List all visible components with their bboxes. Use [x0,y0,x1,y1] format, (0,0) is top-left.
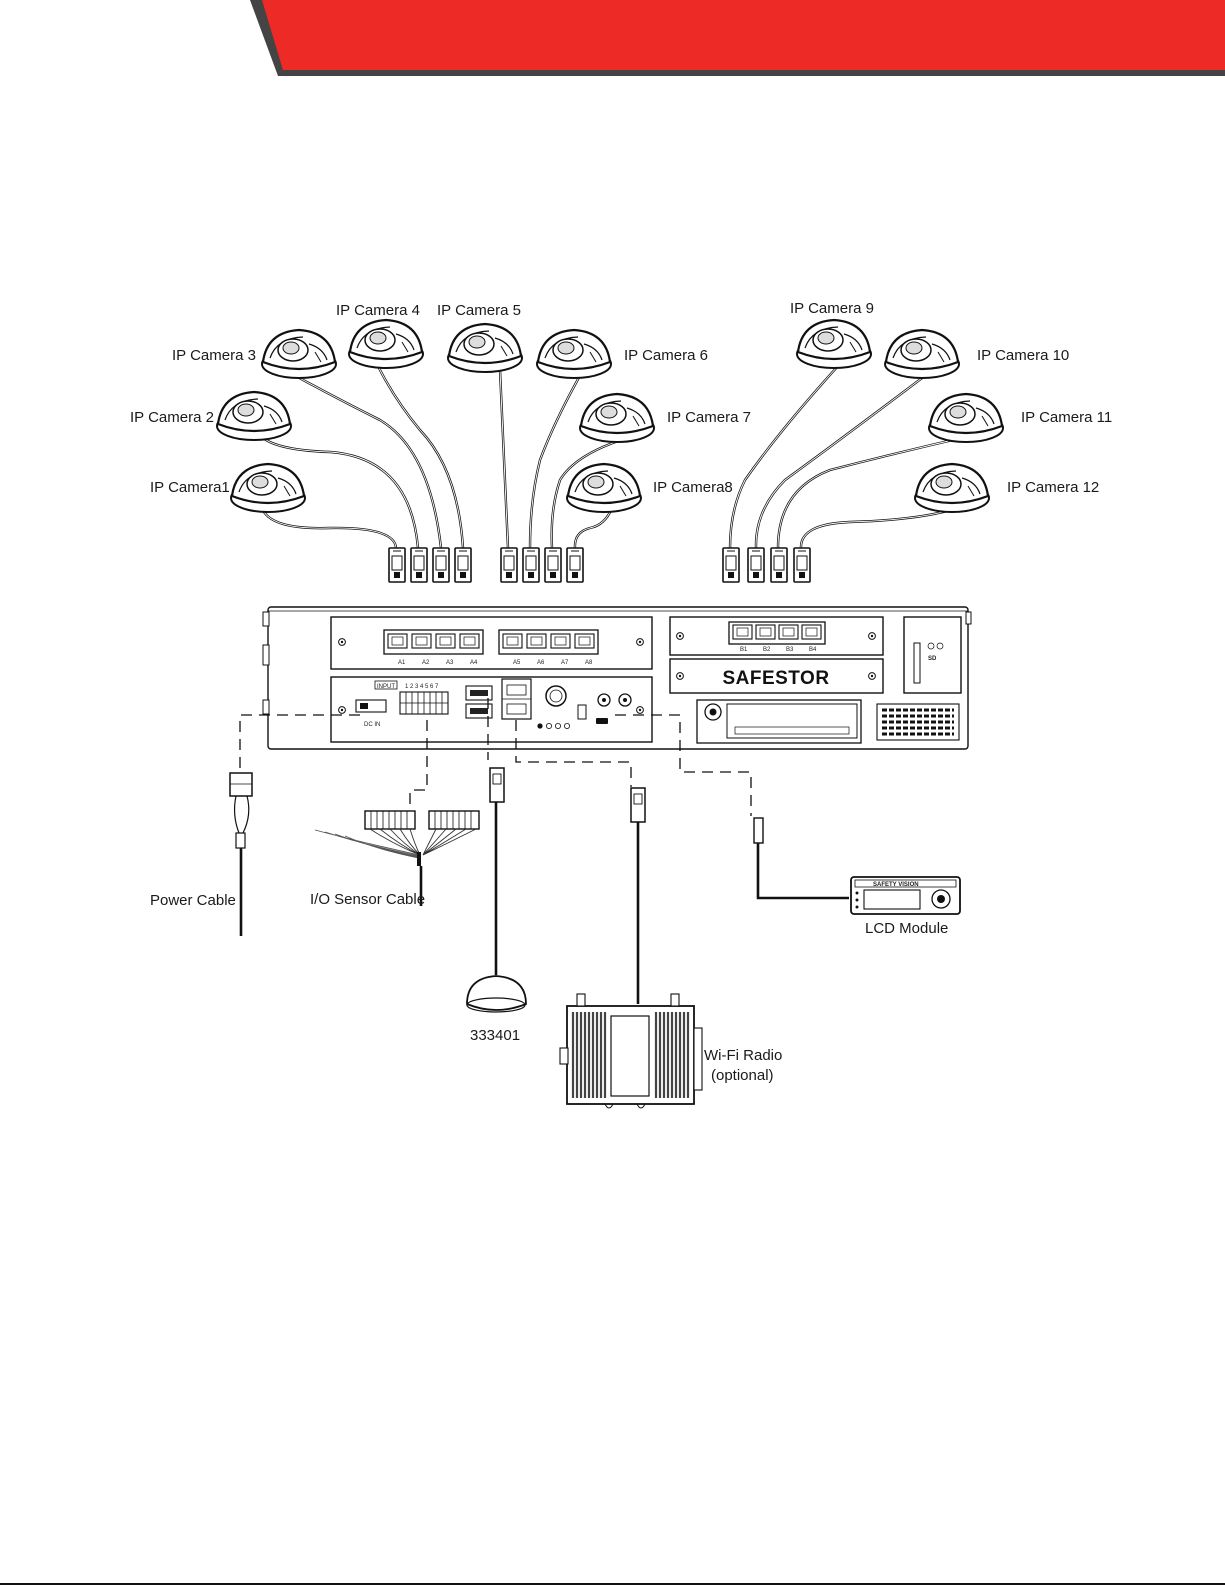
camera-11-label: IP Camera 11 [1021,409,1112,426]
brand-name: SAFESTOR [722,668,829,689]
port-a5-label: A5 [513,660,521,666]
camera-8-icon [565,462,643,514]
camera-10-icon [883,328,961,380]
camera-connectors [388,547,811,583]
port-a3 [435,633,456,649]
port-b2-label: B2 [763,647,771,653]
port-b1 [732,624,753,640]
port-b3 [778,624,799,640]
camera-6-icon [535,328,613,380]
camera-5-label: IP Camera 5 [437,302,521,319]
connector-a5-icon [500,547,518,583]
mic-jack-icon [545,685,567,707]
connector-b2-icon [747,547,765,583]
gps-part-number: 333401 [470,1027,520,1044]
port-b2 [755,624,776,640]
gps-puck-icon [466,975,527,1011]
gps-antenna [466,767,527,1013]
port-b4 [801,624,822,640]
power-cable-label: Power Cable [150,892,236,909]
connector-a1-icon [388,547,406,583]
camera-11-icon [927,392,1005,444]
port-a1 [387,633,408,649]
connector-a2-icon [410,547,428,583]
lcd-module: SAFETY VISION [753,817,961,915]
input-label: INPUT [377,684,395,690]
camera-3-label: IP Camera 3 [172,347,256,364]
camera-2-icon [215,390,293,442]
io-sensor-cable [314,810,480,906]
camera-12-label: IP Camera 12 [1007,479,1099,496]
power-cable [229,772,253,936]
lcd-module-label: LCD Module [865,920,948,937]
camera-3-icon [260,328,338,380]
wifi-radio-label-line1: Wi-Fi Radio [704,1047,782,1064]
camera-9-icon [795,318,873,370]
camera-1-label: IP Camera1 [150,479,230,496]
port-panel-a [330,616,653,670]
usb-port-icon [577,704,587,720]
port-a8 [574,633,595,649]
brand-panel [669,658,884,694]
camera-6-label: IP Camera 6 [624,347,708,364]
lcd-brand: SAFETY VISION [873,882,919,888]
port-a8-label: A8 [585,660,593,666]
port-a3-label: A3 [446,660,454,666]
port-a4-label: A4 [470,660,478,666]
camera-12-icon [913,462,991,514]
port-b1-label: B1 [740,647,748,653]
connector-b1-icon [722,547,740,583]
port-a5 [502,633,523,649]
camera-2-label: IP Camera 2 [130,409,214,426]
mini-port-icon [596,718,608,724]
port-a2 [411,633,432,649]
lcd-screen [863,889,921,910]
connector-a7-icon [544,547,562,583]
connector-a3-icon [432,547,450,583]
port-b4-label: B4 [809,647,817,653]
camera-labels: IP Camera1 IP Camera 2 IP Camera 3 IP Ca… [130,300,1112,496]
header-band [250,0,1225,76]
camera-7-label: IP Camera 7 [667,409,751,426]
port-a4 [459,633,480,649]
wifi-radio-label-line2: (optional) [711,1067,774,1084]
camera-1-icon [229,462,307,514]
camera-4-icon [347,318,425,370]
dc-in-label: DC IN [364,722,380,728]
camera-9-label: IP Camera 9 [790,300,874,317]
port-a6-label: A6 [537,660,545,666]
camera-4-label: IP Camera 4 [336,302,420,319]
camera-cables-inner [257,365,971,549]
camera-10-label: IP Camera 10 [977,347,1069,364]
port-a7 [550,633,571,649]
camera-8-label: IP Camera8 [653,479,733,496]
sd-slot [913,642,921,684]
connector-a8-icon [566,547,584,583]
dvr-unit: A1 A2 A3 A4 A5 A6 A7 A8 DC IN INPUT 1 2 … [262,606,972,750]
port-a7-label: A7 [561,660,569,666]
connector-a6-icon [522,547,540,583]
sd-panel [903,616,962,694]
input-numbers: 1 2 3 4 5 6 7 [405,684,439,690]
dashed-connections [239,698,752,816]
sd-label: SD [928,656,937,662]
port-b3-label: B3 [786,647,794,653]
port-a1-label: A1 [398,660,406,666]
connector-a4-icon [454,547,472,583]
connector-b3-icon [770,547,788,583]
camera-7-icon [578,392,656,444]
connector-b4-icon [793,547,811,583]
port-a2-label: A2 [422,660,430,666]
camera-5-icon [446,322,524,374]
wifi-radio [559,787,703,1109]
port-a6 [526,633,547,649]
io-sensor-cable-label: I/O Sensor Cable [310,891,425,908]
